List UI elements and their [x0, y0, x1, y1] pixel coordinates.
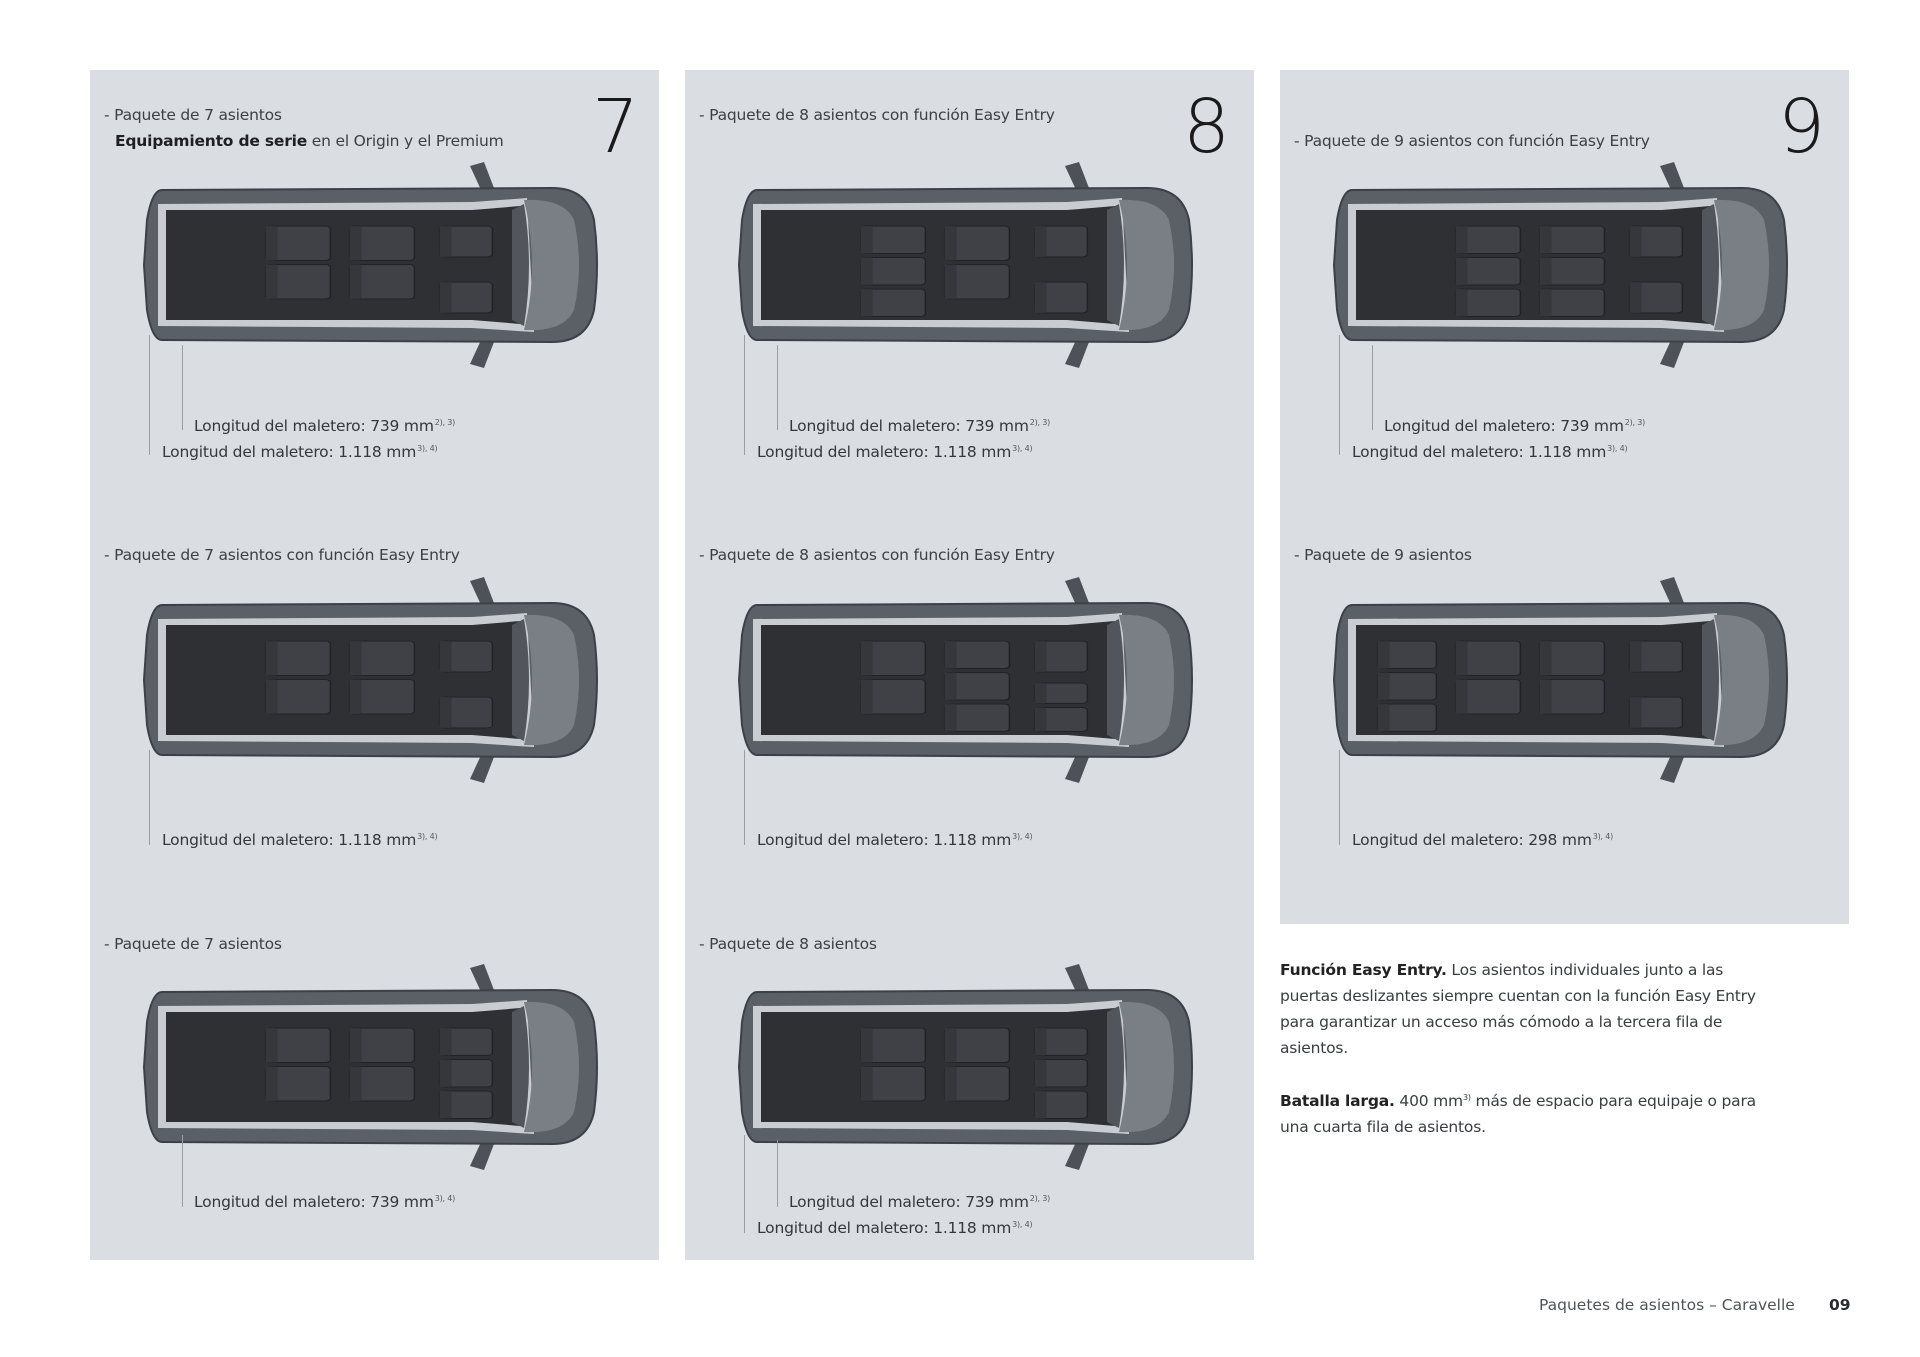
config-heading: - Paquete de 8 asientos con función Easy…	[699, 546, 1055, 564]
config-subheading: Equipamiento de serie en el Origin y el …	[115, 132, 504, 150]
config-heading: - Paquete de 9 asientos con función Easy…	[1294, 132, 1650, 150]
config-heading: - Paquete de 8 asientos	[699, 935, 877, 953]
dimension-line	[744, 750, 745, 845]
van-seat-layout-icon	[142, 964, 598, 1170]
seat-count-numeral-9: 9	[1778, 84, 1825, 170]
config-heading: - Paquete de 9 asientos	[1294, 546, 1472, 564]
van-seat-layout-icon	[737, 162, 1193, 368]
standard-equipment-label: Equipamiento de serie	[115, 132, 308, 150]
long-wheelbase-note: Batalla larga. 400 mm3) más de espacio p…	[1280, 1092, 1756, 1136]
config-heading: - Paquete de 7 asientos	[104, 935, 282, 953]
easy-entry-note: Función Easy Entry. Los asientos individ…	[1280, 957, 1760, 1061]
van-seat-layout-icon	[1332, 162, 1788, 368]
trunk-length-label: Longitud del maletero: 739 mm2), 3)	[1384, 417, 1646, 435]
dimension-line	[182, 1135, 183, 1207]
van-seat-layout-icon	[737, 964, 1193, 1170]
van-seat-layout-icon	[142, 577, 598, 783]
note-text: Los asientos individuales junto a las pu…	[1280, 961, 1756, 1057]
dimension-line	[1372, 345, 1373, 430]
config-heading: - Paquete de 7 asientos	[104, 106, 282, 124]
trunk-length-label: Longitud del maletero: 1.118 mm3), 4)	[162, 831, 438, 849]
models-label: en el Origin y el Premium	[307, 132, 504, 150]
dimension-line	[744, 1135, 745, 1233]
trunk-length-label: Longitud del maletero: 298 mm3), 4)	[1352, 831, 1614, 849]
trunk-length-label: Longitud del maletero: 739 mm3), 4)	[194, 1193, 456, 1211]
seat-count-numeral-7: 7	[592, 84, 639, 170]
dimension-line	[744, 335, 745, 455]
page-number: 09	[1829, 1296, 1851, 1314]
note-title: Batalla larga.	[1280, 1092, 1395, 1110]
dimension-line	[182, 345, 183, 430]
trunk-length-label: Longitud del maletero: 1.118 mm3), 4)	[757, 443, 1033, 461]
footer-section-title: Paquetes de asientos – Caravelle	[1539, 1296, 1795, 1314]
seat-count-numeral-8: 8	[1183, 84, 1230, 170]
dimension-line	[1339, 750, 1340, 845]
van-seat-layout-icon	[1332, 577, 1788, 783]
van-seat-layout-icon	[142, 162, 598, 368]
dimension-line	[1339, 335, 1340, 455]
trunk-length-label: Longitud del maletero: 1.118 mm3), 4)	[757, 1219, 1033, 1237]
dimension-line	[777, 345, 778, 430]
trunk-length-label: Longitud del maletero: 1.118 mm3), 4)	[757, 831, 1033, 849]
trunk-length-label: Longitud del maletero: 739 mm2), 3)	[789, 417, 1051, 435]
note-title: Función Easy Entry.	[1280, 961, 1447, 979]
trunk-length-label: Longitud del maletero: 1.118 mm3), 4)	[1352, 443, 1628, 461]
config-heading: - Paquete de 7 asientos con función Easy…	[104, 546, 460, 564]
config-heading: - Paquete de 8 asientos con función Easy…	[699, 106, 1055, 124]
dimension-line	[777, 1140, 778, 1207]
dimension-line	[149, 335, 150, 455]
trunk-length-label: Longitud del maletero: 739 mm2), 3)	[789, 1193, 1051, 1211]
dimension-line	[149, 750, 150, 845]
trunk-length-label: Longitud del maletero: 739 mm2), 3)	[194, 417, 456, 435]
van-seat-layout-icon	[737, 577, 1193, 783]
trunk-length-label: Longitud del maletero: 1.118 mm3), 4)	[162, 443, 438, 461]
